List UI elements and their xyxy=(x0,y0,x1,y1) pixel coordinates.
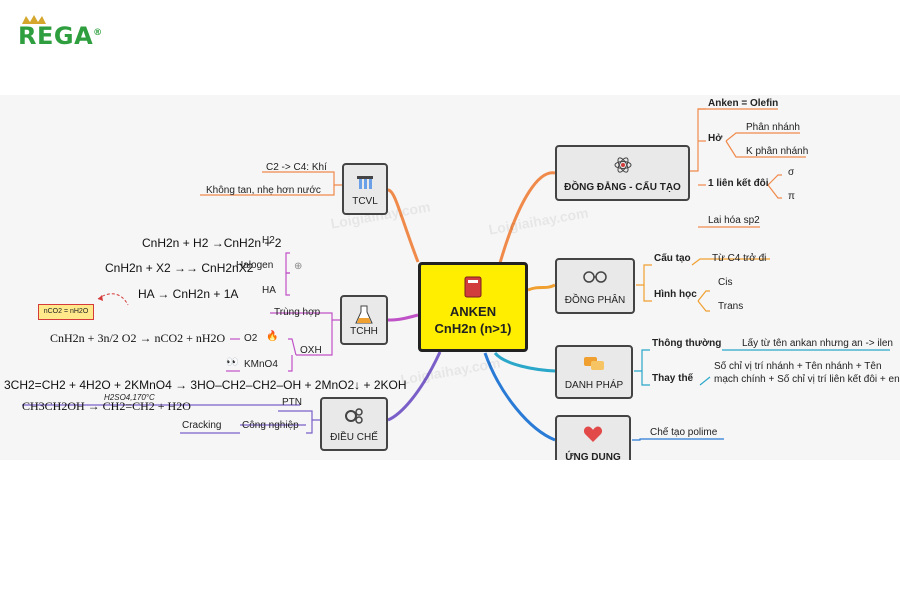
chat-bubbles-icon xyxy=(584,357,604,370)
node-dieuche-label: ĐIỀU CHẾ xyxy=(330,432,378,443)
cis: Cis xyxy=(718,277,733,288)
addition-h2: H2 xyxy=(262,235,275,246)
substitute-rule-2: mạch chính + Số chỉ vị trí liên kết đôi … xyxy=(714,374,900,385)
addition-halogen: Halogen xyxy=(236,260,274,271)
node-dongphan[interactable]: ĐỒNG PHÂN xyxy=(555,258,635,314)
crown-icon xyxy=(22,15,46,24)
node-tcvl-label: TCVL xyxy=(352,196,378,207)
note-arrow xyxy=(97,293,129,306)
flame-icon: 🔥 xyxy=(266,331,279,342)
structural-isomer: Cấu tạo xyxy=(654,253,691,264)
industry-method: Công nghiệp xyxy=(242,420,299,431)
pi-bond: π xyxy=(788,191,795,202)
addition-ha: HA xyxy=(262,285,276,296)
structural-note: Từ C4 trở đi xyxy=(712,253,767,264)
node-tchh[interactable]: TCHH xyxy=(340,295,388,345)
node-ungdung[interactable]: ỨNG DỤNG xyxy=(555,415,631,460)
link-dongdang xyxy=(498,171,556,264)
eq-lab-condition: H2SO4,170°C xyxy=(104,393,155,402)
unbranched: K phân nhánh xyxy=(746,146,809,157)
double-bond: 1 liên kết đôi xyxy=(708,178,769,189)
eq-h2: CnH2n + H2 →CnH2n + 2 xyxy=(142,236,282,250)
node-tchh-label: TCHH xyxy=(350,326,378,337)
node-danhphap-label: DANH PHÁP xyxy=(564,380,624,391)
flask-icon xyxy=(355,305,373,324)
trans: Trans xyxy=(718,301,744,312)
common-name-rule: Lấy từ tên ankan nhưng an -> ilen xyxy=(742,338,893,349)
open-chain: Hở xyxy=(708,133,723,144)
polymerization: Trùng hợp xyxy=(274,307,321,318)
add-circle-icon: ⊕ xyxy=(294,261,303,272)
eq-kmno4: 3CH2=CH2 + 4H2O + 2KMnO4 → 3HO–CH2–CH2–O… xyxy=(4,378,407,392)
mindmap-canvas: Loigiaihay.com Loigiaihay.com Loigiaihay… xyxy=(0,95,900,460)
atom-icon xyxy=(614,157,631,173)
node-dongphan-label: ĐỒNG PHÂN xyxy=(564,295,626,306)
sigma-bond: σ xyxy=(788,167,795,178)
polymer-use: Chế tạo polime xyxy=(650,427,718,438)
substitute-name: Thay thế xyxy=(652,373,694,384)
note-tag: nCO2 = nH2O xyxy=(38,304,94,320)
oxidation-kmno4: KMnO4 xyxy=(244,359,278,370)
node-dongdang-label: ĐỒNG ĐẲNG - CẤU TẠO xyxy=(564,182,681,193)
olefin-name: Anken = Olefin xyxy=(708,98,779,109)
node-danhphap[interactable]: DANH PHÁP xyxy=(555,345,633,399)
glasses-icon xyxy=(583,271,607,283)
test-tubes-icon xyxy=(357,176,373,189)
oxidation: OXH xyxy=(300,345,322,356)
link-tchh xyxy=(387,313,419,322)
node-ungdung-label: ỨNG DỤNG xyxy=(565,452,621,460)
tcvl-gas: C2 -> C4: Khí xyxy=(266,162,327,173)
node-dongdang[interactable]: ĐỒNG ĐẲNG - CẤU TẠO xyxy=(555,145,690,201)
common-name: Thông thường xyxy=(652,338,722,349)
eq-combustion: CnH2n + 3n/2 O2 → nCO2 + nH2O xyxy=(50,331,226,345)
geometric-isomer: Hình học xyxy=(654,289,697,300)
link-dieuche xyxy=(387,351,442,422)
link-ungdung xyxy=(483,352,556,442)
hybridization: Lai hóa sp2 xyxy=(708,215,760,226)
lab-method: PTN xyxy=(282,397,302,408)
eq-lab: CH3CH2OH → CH2=CH2 + H2O xyxy=(22,399,191,413)
eyes-icon: 👀 xyxy=(226,357,239,368)
eq-halogen: CnH2n + X2 →→ CnH2nX2 xyxy=(105,261,254,275)
oxidation-o2: O2 xyxy=(244,333,258,344)
branched: Phân nhánh xyxy=(746,122,800,133)
eq-ha: HA → CnH2n + 1A xyxy=(138,287,239,301)
brand-name: REGA® xyxy=(18,22,103,50)
heart-icon xyxy=(583,426,603,442)
cracking: Cracking xyxy=(182,420,222,431)
book-icon xyxy=(464,276,482,298)
substitute-rule-1: Số chỉ vị trí nhánh + Tên nhánh + Tên xyxy=(714,361,882,372)
tcvl-insoluble: Không tan, nhẹ hơn nước xyxy=(206,185,321,196)
link-danhphap xyxy=(493,351,556,373)
center-subtitle: CnH2n (n>1) xyxy=(434,321,512,336)
center-title: ANKEN xyxy=(449,304,497,319)
node-tcvl[interactable]: TCVL xyxy=(342,163,388,215)
gears-icon xyxy=(345,408,363,424)
node-dieuche[interactable]: ĐIỀU CHẾ xyxy=(320,397,388,451)
center-node: ANKEN CnH2n (n>1) xyxy=(418,262,528,352)
link-dongphan xyxy=(527,283,556,292)
link-tcvl xyxy=(387,188,420,263)
mindmap-links xyxy=(22,108,890,442)
